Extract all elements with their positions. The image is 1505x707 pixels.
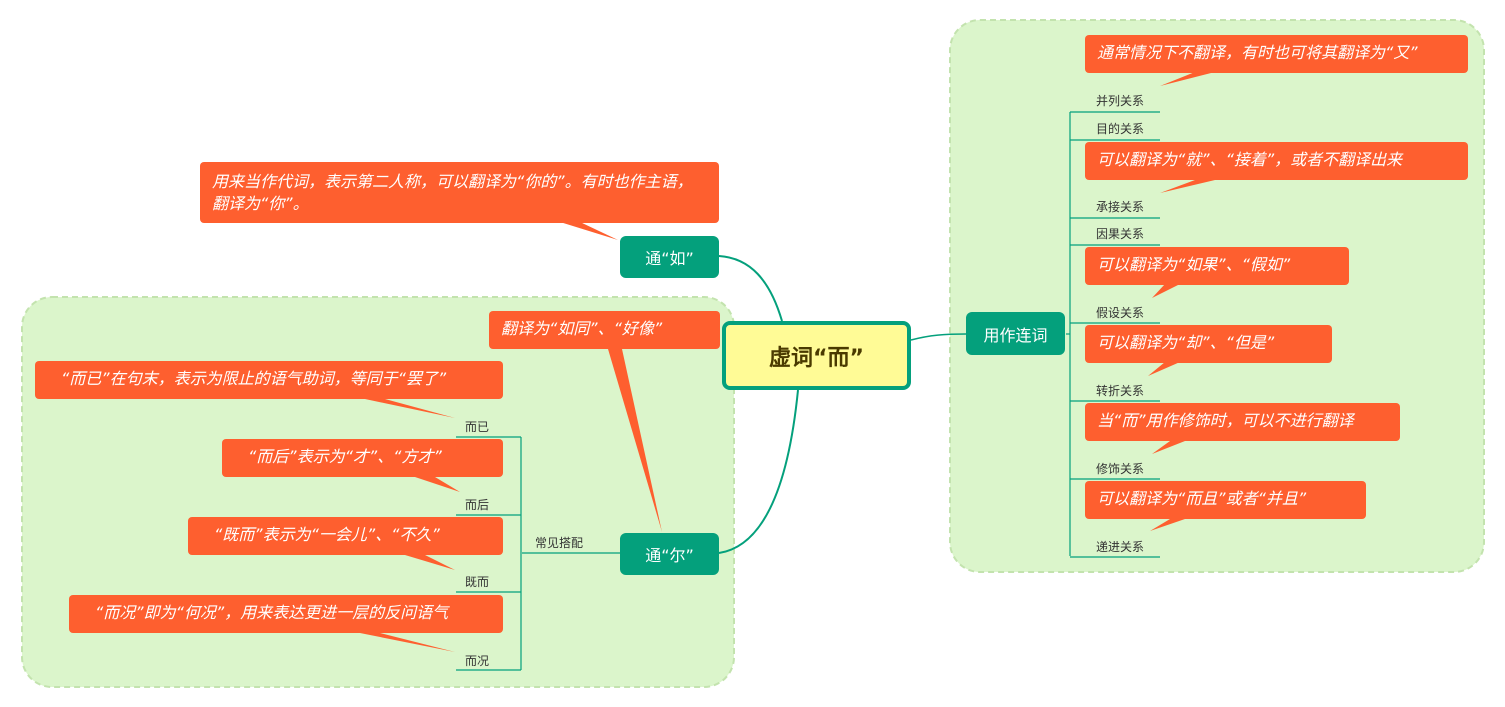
callout-modification: 当“而”用作修饰时，可以不进行翻译	[1085, 403, 1400, 441]
subtopic-ji-er[interactable]: 既而	[465, 575, 490, 589]
callout-text: 翻译为“如同”、“好像”	[501, 319, 663, 338]
callout-text: “既而”表示为“一会儿”、“不久”	[214, 525, 440, 544]
callout-progressive: 可以翻译为“而且”或者“并且”	[1085, 481, 1366, 519]
callout-text: 可以翻译为“而且”或者“并且”	[1097, 489, 1307, 508]
callout-succession: 可以翻译为“就”、“接着”，或者不翻译出来	[1085, 142, 1468, 180]
subtopic-parallel[interactable]: 并列关系	[1096, 94, 1145, 108]
topic-conjunction-label: 用作连词	[983, 325, 1048, 345]
callout-er-kuang: “而况”即为“何况”，用来表达更进一层的反问语气	[69, 595, 503, 633]
callout-adversative: 可以翻译为“却”、“但是”	[1085, 325, 1332, 363]
central-topic[interactable]: 虚词“而”	[722, 321, 911, 390]
callout-tong-ru-note: 用来当作代词，表示第二人称，可以翻译为“你的”。有时也作主语，翻译为“你”。	[200, 162, 719, 223]
callout-text: 通常情况下不翻译，有时也可将其翻译为“又”	[1097, 43, 1418, 62]
subtopic-causal[interactable]: 因果关系	[1096, 227, 1145, 241]
callout-er-hou: “而后”表示为“才”、“方才”	[222, 439, 503, 477]
callout-parallel: 通常情况下不翻译，有时也可将其翻译为“又”	[1085, 35, 1468, 73]
topic-tong-ru[interactable]: 通“如”	[620, 236, 719, 278]
topic-tong-er[interactable]: 通“尔”	[620, 533, 719, 575]
subtopic-adversative[interactable]: 转折关系	[1096, 384, 1145, 398]
callout-text: “而后”表示为“才”、“方才”	[248, 447, 442, 466]
subtopic-er-hou[interactable]: 而后	[465, 498, 490, 512]
callout-text: 用来当作代词，表示第二人称，可以翻译为“你的”。有时也作主语，翻译为“你”。	[212, 172, 693, 213]
callout-text: 可以翻译为“就”、“接着”，或者不翻译出来	[1097, 150, 1403, 169]
callout-text: “而已”在句末，表示为限止的语气助词，等同于“罢了”	[61, 369, 447, 388]
subtopic-common-collocation[interactable]: 常见搭配	[535, 536, 584, 550]
connector-central-conj	[910, 333, 967, 341]
central-topic-label: 虚词“而”	[769, 345, 864, 371]
connector-central-ru	[718, 255, 783, 322]
subtopic-modification[interactable]: 修饰关系	[1096, 462, 1145, 476]
callout-tong-er-note: 翻译为“如同”、“好像”	[489, 311, 720, 349]
callout-text: 可以翻译为“却”、“但是”	[1097, 333, 1275, 352]
topic-tong-er-label: 通“尔”	[645, 546, 694, 565]
subtopic-er-kuang[interactable]: 而况	[465, 654, 490, 668]
subtopic-progressive[interactable]: 递进关系	[1096, 540, 1145, 554]
topic-conjunction[interactable]: 用作连词	[966, 312, 1065, 355]
connector-central-er	[718, 389, 799, 554]
subtopic-succession[interactable]: 承接关系	[1096, 200, 1145, 214]
callout-text: 当“而”用作修饰时，可以不进行翻译	[1097, 411, 1354, 430]
callout-text: “而况”即为“何况”，用来表达更进一层的反问语气	[95, 603, 449, 622]
callout-ji-er: “既而”表示为“一会儿”、“不久”	[188, 517, 503, 555]
subtopic-hypothesis[interactable]: 假设关系	[1096, 306, 1145, 320]
callout-text: 可以翻译为“如果”、“假如”	[1097, 255, 1291, 274]
subtopic-purpose[interactable]: 目的关系	[1096, 122, 1145, 136]
callout-hypothesis: 可以翻译为“如果”、“假如”	[1085, 247, 1349, 285]
subtopic-er-yi[interactable]: 而已	[465, 420, 490, 434]
topic-tong-ru-label: 通“如”	[645, 249, 694, 268]
callout-er-yi: “而已”在句末，表示为限止的语气助词，等同于“罢了”	[35, 361, 503, 399]
